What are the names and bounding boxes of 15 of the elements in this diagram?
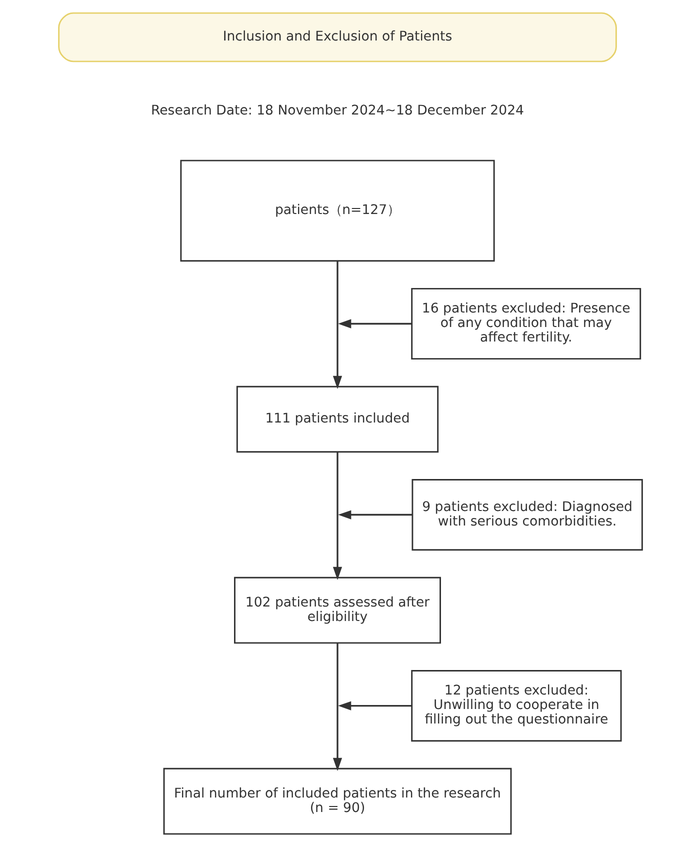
- arrow: [338, 701, 412, 710]
- node-box: 12 patients excluded: Unwilling to cooperate in filling out the questionnaire: [410, 670, 622, 742]
- node-box: Final number of included patients in the research (n = 90): [162, 768, 512, 835]
- node-box: 102 patients assessed after eligibility: [234, 576, 440, 644]
- arrow: [332, 452, 342, 580]
- arrow: [332, 643, 342, 771]
- arrow: [332, 261, 342, 389]
- node-box: patients（n=127）: [180, 160, 494, 262]
- node-box: 111 patients included: [236, 386, 438, 453]
- arrow: [338, 510, 412, 520]
- label: Research Date: 18 November 2024~18 December 2024: [150, 103, 524, 118]
- arrow: [338, 319, 412, 328]
- node-box: 16 patients excluded: Presence of any condition that may affect fertility.: [410, 288, 641, 360]
- node-box: Inclusion and Exclusion of Patients: [58, 12, 616, 62]
- node-box: 9 patients excluded: Diagnosed with serious comorbidities.: [411, 478, 642, 551]
